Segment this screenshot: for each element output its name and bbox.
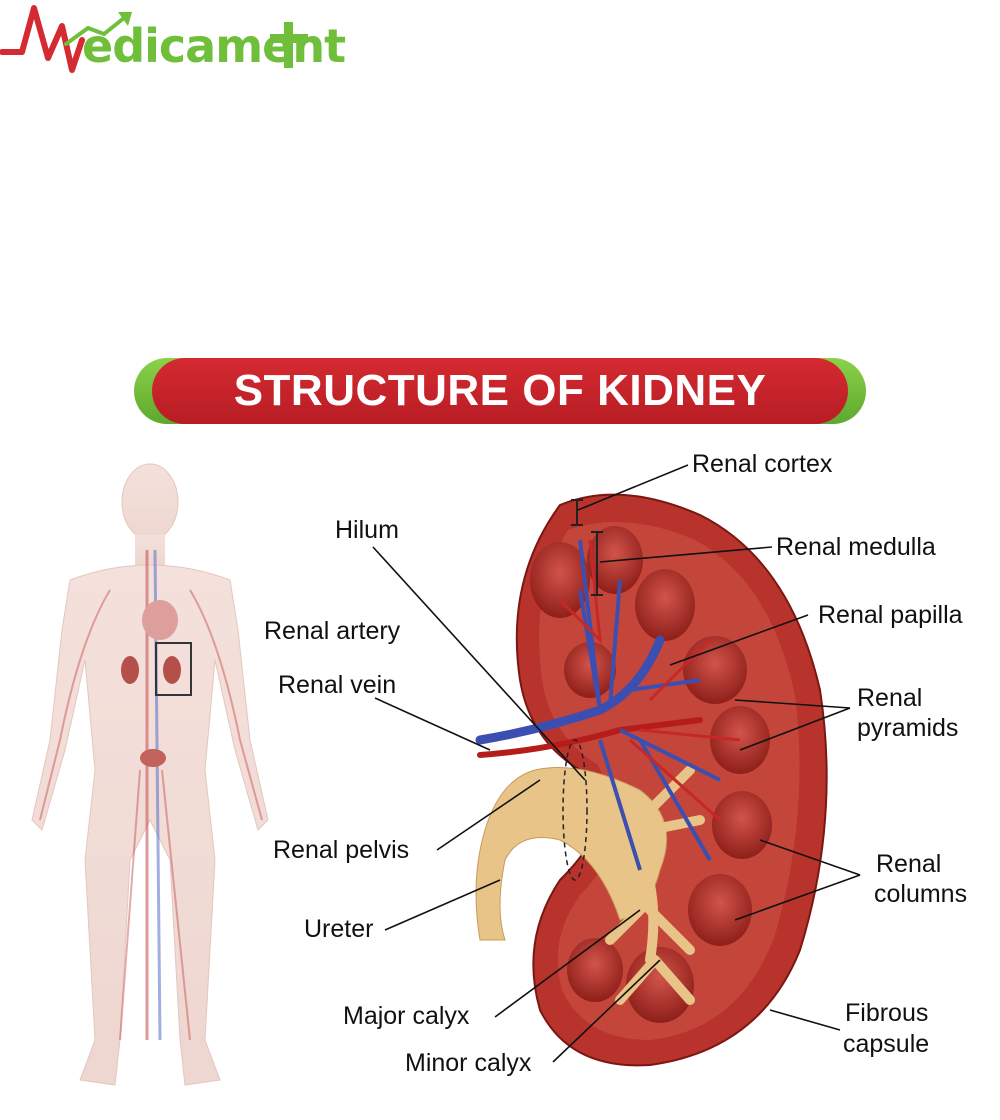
label-renal-artery: Renal artery xyxy=(264,617,401,645)
label-fibrous-capsule-2: capsule xyxy=(843,1030,930,1058)
label-renal-vein: Renal vein xyxy=(278,671,397,699)
label-renal-cortex: Renal cortex xyxy=(692,450,833,478)
label-major-calyx: Major calyx xyxy=(343,1002,470,1030)
title-banner: STRUCTURE OF KIDNEY xyxy=(134,358,866,424)
kidney-cross-section xyxy=(475,493,828,1067)
label-renal-pyramids-2: pyramids xyxy=(857,714,959,742)
human-body-figure xyxy=(31,463,269,1086)
kidney-illustration xyxy=(31,463,861,1086)
logo-text: edicament xyxy=(82,19,346,73)
label-renal-columns-2: columns xyxy=(874,880,968,908)
label-renal-medulla: Renal medulla xyxy=(776,533,936,561)
label-renal-columns-1: Renal xyxy=(876,850,942,878)
leader-lines xyxy=(372,464,861,1063)
banner-title: STRUCTURE OF KIDNEY xyxy=(233,366,767,415)
label-fibrous-capsule-1: Fibrous xyxy=(845,999,929,1027)
logo-mark-icon xyxy=(0,5,308,73)
banner-red-background xyxy=(152,358,848,424)
label-renal-pyramids-1: Renal xyxy=(857,684,923,712)
label-renal-pelvis: Renal pelvis xyxy=(273,836,410,864)
kidney-diagram: Renal cortex Hilum Renal medulla Renal p… xyxy=(0,440,1000,1115)
label-ureter: Ureter xyxy=(304,915,374,943)
calyces-shape xyxy=(605,765,705,1005)
medicament-logo: edicament xyxy=(0,0,346,90)
label-hilum: Hilum xyxy=(335,516,399,544)
renal-vessels xyxy=(475,539,741,871)
label-minor-calyx: Minor calyx xyxy=(405,1049,532,1077)
label-renal-papilla: Renal papilla xyxy=(818,601,963,629)
